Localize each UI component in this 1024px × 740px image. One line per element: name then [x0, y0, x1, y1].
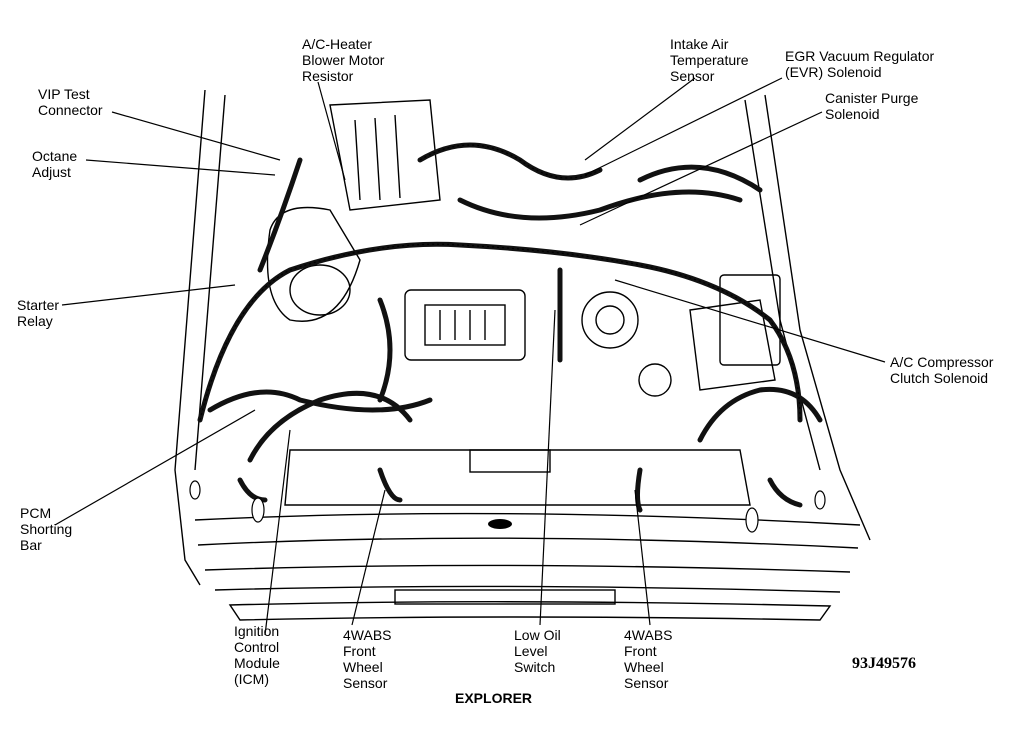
blower-housing	[329, 99, 441, 211]
label-starter-relay: Starter Relay	[17, 297, 60, 329]
left-fender-outline	[174, 89, 206, 586]
label-ignition-control-module: Ignition Control Module (ICM)	[234, 623, 280, 687]
leader-vip-test-connector	[111, 111, 281, 161]
label-4wabs-front-wheel-sensor-right: 4WABS Front Wheel Sensor	[624, 627, 673, 691]
intake-manifold	[404, 289, 526, 361]
label-ac-heater-blower-motor-resistor: A/C-Heater Blower Motor Resistor	[302, 36, 385, 84]
battery	[719, 274, 781, 366]
leader-intake-air-temperature	[584, 77, 696, 161]
label-ac-compressor-clutch-solenoid: A/C Compressor Clutch Solenoid	[890, 354, 994, 386]
label-low-oil-level-switch: Low Oil Level Switch	[514, 627, 561, 675]
diagram-title: EXPLORER	[455, 690, 533, 706]
figure-code: 93J49576	[852, 655, 916, 672]
leader-starter-relay	[61, 284, 236, 306]
leader-pcm-shorting-bar	[54, 409, 256, 526]
right-fender-outline	[764, 94, 871, 541]
left-headlight-bulb	[251, 497, 265, 523]
grille-outline	[194, 512, 861, 526]
leader-egr-vacuum-regulator	[584, 77, 783, 176]
label-octane-adjust: Octane Adjust	[32, 148, 78, 180]
ac-compressor	[581, 291, 639, 349]
leader-ac-heater-blower-resistor	[317, 81, 346, 181]
leader-octane-adjust	[85, 159, 276, 176]
right-headlight-bulb	[745, 507, 759, 533]
label-canister-purge-solenoid: Canister Purge Solenoid	[825, 90, 919, 122]
label-vip-test-connector: VIP Test Connector	[38, 86, 103, 118]
front-bumper-outline	[228, 601, 832, 621]
label-egr-vacuum-regulator-solenoid: EGR Vacuum Regulator (EVR) Solenoid	[785, 48, 935, 80]
oil-fill-cap	[638, 363, 672, 397]
label-intake-air-temperature-sensor: Intake Air Temperature Sensor	[670, 36, 749, 84]
label-4wabs-front-wheel-sensor-left: 4WABS Front Wheel Sensor	[343, 627, 392, 691]
label-pcm-shorting-bar: PCM Shorting Bar	[20, 505, 73, 553]
leader-low-oil-level-switch	[539, 309, 556, 626]
leader-ac-compressor-clutch	[614, 279, 886, 363]
leader-canister-purge	[579, 111, 823, 226]
leader-4wabs-right	[634, 489, 651, 626]
ford-emblem	[488, 519, 512, 529]
leader-4wabs-left	[351, 489, 386, 626]
leader-ignition-control-module	[264, 429, 291, 636]
